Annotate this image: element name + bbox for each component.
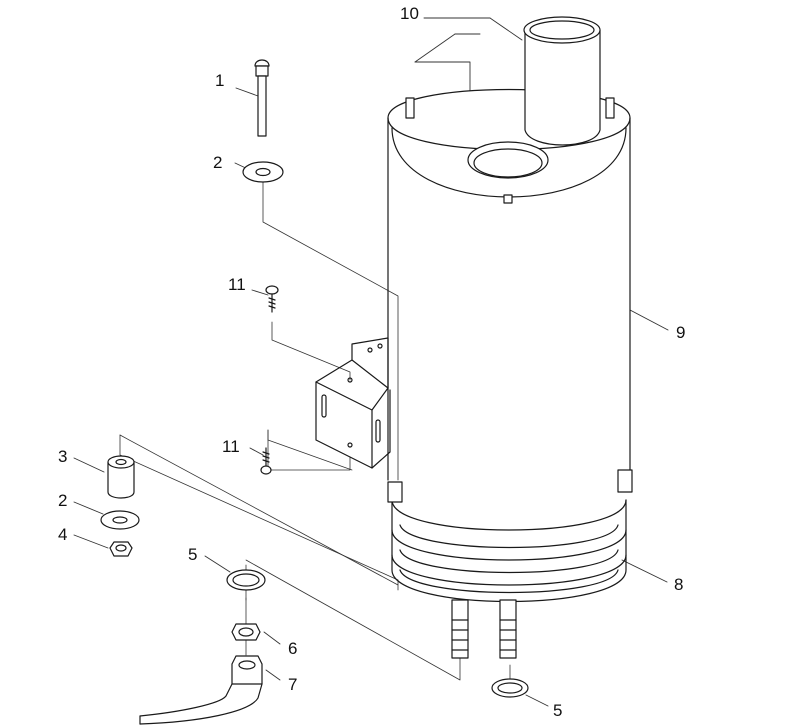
callout-5-lower: 5 <box>553 701 563 720</box>
callout-4: 4 <box>58 525 68 544</box>
screw-lower <box>260 447 272 475</box>
exhaust-stack <box>523 16 601 146</box>
callout-9: 9 <box>676 323 686 342</box>
tank <box>387 88 631 481</box>
o-ring-lower <box>491 678 529 698</box>
rubber-damper <box>107 455 135 499</box>
callout-10: 10 <box>400 4 419 23</box>
elbow-connector <box>139 655 263 725</box>
callout-7: 7 <box>288 675 298 694</box>
coil-outlets <box>451 599 517 659</box>
washer-top <box>242 161 284 183</box>
heating-coil <box>387 469 633 603</box>
bolt <box>254 59 270 137</box>
o-ring-upper <box>226 569 266 591</box>
nut <box>109 541 133 557</box>
mounting-bracket <box>315 337 391 469</box>
callout-11-upper: 11 <box>228 275 246 294</box>
callout-3: 3 <box>58 447 68 466</box>
callout-5-upper: 5 <box>188 545 198 564</box>
leader-lines <box>73 17 669 707</box>
screw-upper <box>265 285 279 313</box>
callout-11-lower: 11 <box>222 437 240 456</box>
washer-lower <box>100 510 140 530</box>
callout-2-top: 2 <box>213 153 223 172</box>
hex-fitting <box>231 623 261 641</box>
callout-6: 6 <box>288 639 298 658</box>
callout-1: 1 <box>215 71 225 90</box>
callout-2-lower: 2 <box>58 491 68 510</box>
callout-8: 8 <box>674 575 684 594</box>
